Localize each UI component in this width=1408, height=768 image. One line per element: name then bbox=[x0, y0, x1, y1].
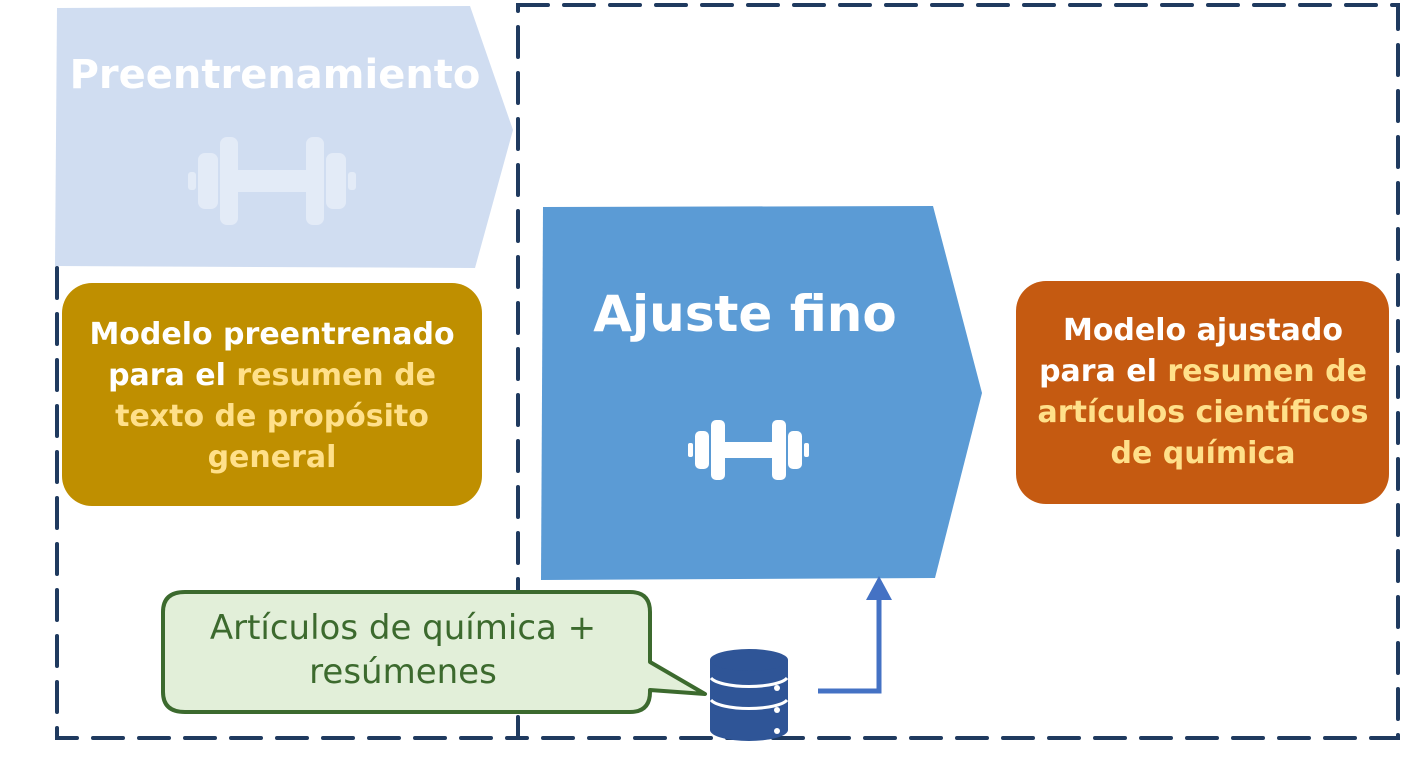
pretrained-model-line-2-plain: para el bbox=[108, 358, 237, 393]
pretrained-model-line-2: para el resumen de bbox=[64, 355, 480, 396]
dataset-line-2: resúmenes bbox=[309, 652, 497, 692]
finetuned-model-box bbox=[1016, 281, 1389, 504]
finetuned-model-line-3: artículos científicos bbox=[1037, 395, 1369, 430]
dataset-speech-bubble bbox=[161, 590, 707, 714]
pretrained-model-box bbox=[62, 283, 482, 506]
dataset-text: Artículos de química + resúmenes bbox=[168, 606, 638, 694]
fine-tuning-arrow-shape bbox=[541, 206, 982, 580]
pretrained-model-line-2-highlight: resumen de bbox=[236, 358, 436, 393]
fine-tuning-dumbbell-icon bbox=[688, 420, 809, 480]
finetuned-model-line-1: Modelo ajustado bbox=[1062, 313, 1344, 348]
pretraining-dumbbell-icon bbox=[188, 137, 356, 225]
fine-tuning-title: Ajuste fino bbox=[593, 285, 897, 343]
pretraining-title: Preentrenamiento bbox=[69, 52, 481, 98]
outer-dashed-boundary bbox=[55, 266, 520, 740]
finetuned-model-line-4: de química bbox=[1110, 436, 1296, 471]
pretraining-arrow-shape bbox=[55, 6, 513, 268]
dataset-line-1: Artículos de química + bbox=[209, 608, 597, 648]
pretrained-model-text: Modelo preentrenado para el resumen de t… bbox=[64, 314, 480, 478]
finetuned-model-line-2-highlight: resumen de bbox=[1167, 354, 1367, 389]
data-flow-arrowhead bbox=[866, 576, 892, 600]
fine-tuning-dashed-region bbox=[516, 3, 1400, 740]
finetuned-model-line-2-plain: para el bbox=[1039, 354, 1168, 389]
finetuned-model-line-2: para el resumen de bbox=[1020, 351, 1386, 392]
data-flow-arrow bbox=[818, 596, 882, 694]
database-icon bbox=[709, 649, 789, 741]
pretrained-model-line-4: general bbox=[207, 440, 337, 475]
pretrained-model-line-1: Modelo preentrenado bbox=[89, 317, 455, 352]
pretrained-model-line-3: texto de propósito bbox=[115, 399, 429, 434]
finetuned-model-text: Modelo ajustado para el resumen de artíc… bbox=[1020, 310, 1386, 474]
